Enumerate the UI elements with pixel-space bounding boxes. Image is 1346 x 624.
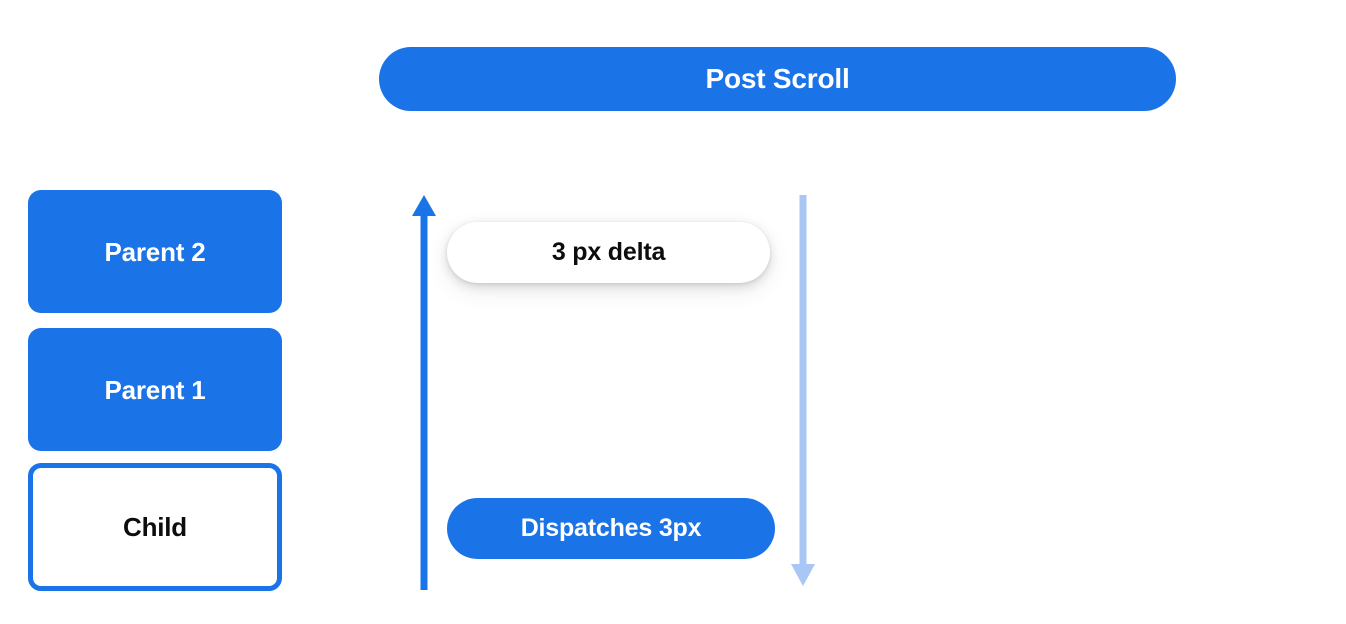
delta-chip: 3 px delta [447,222,770,283]
scroll-box-label: Parent 2 [104,236,206,267]
scroll-box-child: Child [28,463,282,591]
scroll-box-parent-2: Parent 2 [28,190,282,313]
page-title: Post Scroll [705,63,850,94]
scroll-box-label: Parent 1 [104,374,206,405]
dispatch-chip: Dispatches 3px [447,498,775,559]
scroll-box-label: Child [123,512,187,542]
delta-chip-label: 3 px delta [551,238,666,266]
dispatch-chip-label: Dispatches 3px [520,514,702,542]
scroll-box-parent-1: Parent 1 [28,328,282,451]
post-scroll-header: Post Scroll [379,47,1176,111]
arrow-up-icon [412,195,436,590]
arrow-down-icon [791,195,815,586]
